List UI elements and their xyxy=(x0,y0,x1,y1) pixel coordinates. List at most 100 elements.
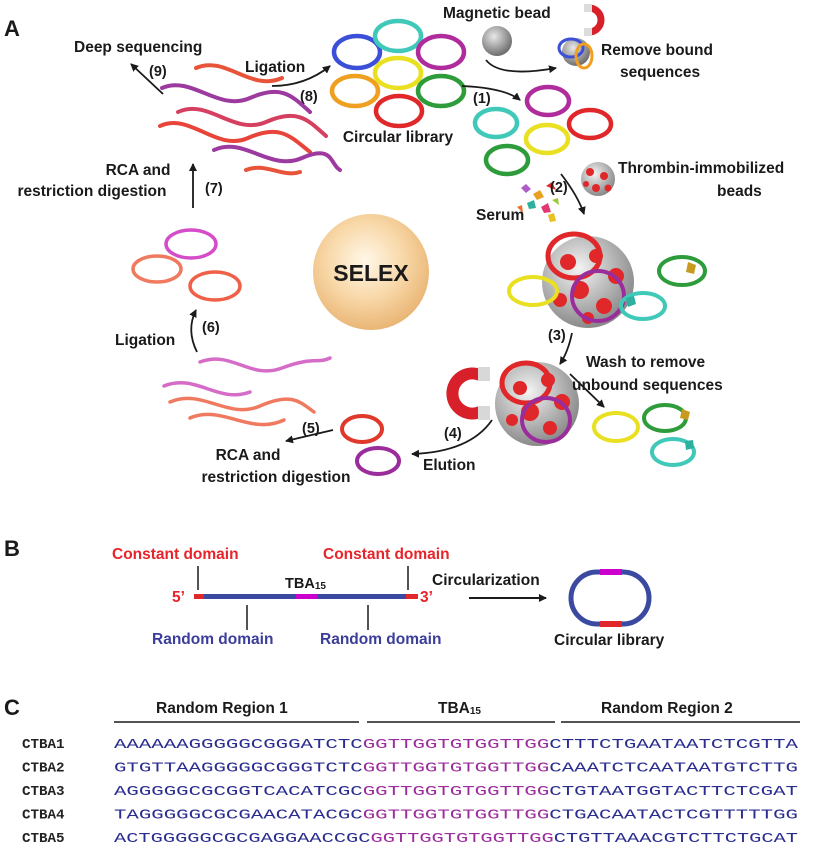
step-8-label: (8) xyxy=(300,89,318,105)
bound-bead-icon xyxy=(557,37,594,70)
sequence-name: CTBA4 xyxy=(22,808,65,824)
selex-label: SELEX xyxy=(333,260,409,286)
sequence-segment-r2: CAAATCTCAATAATGTCTTG xyxy=(549,761,798,777)
sequence-segment-r2: CTGTAATGGTACTTCTCGAT xyxy=(549,784,798,800)
panel-label-b: B xyxy=(4,536,20,561)
sequence-strands-top xyxy=(158,63,342,176)
deep-sequencing-label: Deep sequencing xyxy=(74,39,202,56)
arrow-step-9 xyxy=(130,63,164,95)
five-prime-label: 5’ xyxy=(172,589,185,606)
circular-library-b-label: Circular library xyxy=(554,632,665,649)
rca-bottom-line1: RCA and xyxy=(216,447,281,464)
magnetic-bead-label: Magnetic bead xyxy=(443,5,551,22)
ligated-circles-left xyxy=(131,228,242,302)
wash-line1: Wash to remove xyxy=(586,354,706,371)
step-4-label: (4) xyxy=(444,426,462,442)
sequence-strands-bottom xyxy=(162,356,332,427)
panel-label-c: C xyxy=(4,695,20,720)
random-domain-right: Random domain xyxy=(320,631,441,648)
three-prime-label: 3’ xyxy=(420,589,433,606)
random-domain-left: Random domain xyxy=(152,631,273,648)
washed-protein-2 xyxy=(685,440,694,450)
washed-circle-teal xyxy=(650,437,696,467)
arrow-step-8 xyxy=(271,65,331,87)
sequence-segment-tba: GGTTGGTGTGGTTGG xyxy=(363,784,550,800)
unbound-circle-green xyxy=(657,255,707,287)
constant-domain-right: Constant domain xyxy=(323,546,450,563)
sequence-segment-r1: AGGGGGCGCGGTCACATCGC xyxy=(114,784,363,800)
serum-proteins-icon xyxy=(517,182,559,222)
arrow-step-4 xyxy=(411,419,493,458)
circularization-label: Circularization xyxy=(432,572,540,589)
constant-domain-left: Constant domain xyxy=(112,546,239,563)
step-6-label: (6) xyxy=(202,320,220,336)
ligation-left-label: Ligation xyxy=(115,332,175,349)
washed-thrombin-bead xyxy=(495,360,579,446)
magnet-icon-bottom xyxy=(446,367,490,420)
sequence-name: CTBA2 xyxy=(22,761,65,777)
magnetic-bead-icon xyxy=(482,26,512,56)
sequence-name: CTBA1 xyxy=(22,737,65,753)
rca-bottom-line2: restriction digestion xyxy=(202,469,351,486)
thrombin-bead-icon xyxy=(581,162,615,196)
unbound-circle-teal xyxy=(619,291,667,321)
arrow-step-5 xyxy=(285,429,334,444)
sequence-segment-r1: AAAAAAGGGGGCGGGATCTC xyxy=(114,737,363,753)
rca-left-line2: restriction digestion xyxy=(18,183,167,200)
serum-label: Serum xyxy=(476,207,524,224)
header-random-region-2: Random Region 2 xyxy=(601,700,733,717)
header-tba: TBA15 xyxy=(438,700,481,717)
eluted-circles xyxy=(340,414,401,476)
arrow-step-1 xyxy=(461,85,521,101)
sequence-segment-r1: TAGGGGGCGCGAACATACGC xyxy=(114,808,363,824)
circular-library-label: Circular library xyxy=(343,129,454,146)
sequence-segment-tba: GGTTGGTGTGGTTGG xyxy=(370,831,553,847)
step-1-label: (1) xyxy=(473,91,491,107)
circular-library-diagram xyxy=(568,569,652,627)
panel-label-a: A xyxy=(4,16,20,41)
step-3-label: (3) xyxy=(548,328,566,344)
selex-orb: SELEX xyxy=(313,214,429,330)
sequence-segment-r1: ACTGGGGGCGCGAGGAACCGC xyxy=(114,831,370,847)
sequence-segment-tba: GGTTGGTGTGGTTGG xyxy=(363,761,550,777)
sequence-name: CTBA5 xyxy=(22,831,65,847)
thrombin-line2: beads xyxy=(717,183,762,200)
ligation-top-label: Ligation xyxy=(245,59,305,76)
remove-bound-line1: Remove bound xyxy=(601,42,713,59)
elution-label: Elution xyxy=(423,457,476,474)
sequence-segment-tba: GGTTGGTGTGGTTGG xyxy=(363,737,550,753)
wash-line2: unbound sequences xyxy=(572,377,723,394)
sequence-segment-tba: GGTTGGTGTGGTTGG xyxy=(363,808,550,824)
sequence-name: CTBA3 xyxy=(22,784,65,800)
arrow-step-6 xyxy=(189,309,198,353)
rca-left-line1: RCA and xyxy=(106,162,171,179)
arrow-remove-bound xyxy=(485,59,557,74)
linear-library-strand xyxy=(194,594,418,599)
step-5-label: (5) xyxy=(302,421,320,437)
sequence-segment-r2: CTGTTAAACGTCTTCTGCAT xyxy=(554,831,798,847)
step-9-label: (9) xyxy=(149,64,167,80)
unbound-circle-yellow xyxy=(507,275,559,307)
remove-bound-line2: sequences xyxy=(620,64,700,81)
serum-protein-2 xyxy=(626,296,636,307)
header-random-region-1: Random Region 1 xyxy=(156,700,288,717)
step-2-label: (2) xyxy=(550,180,568,196)
washed-circle-yellow xyxy=(592,411,640,443)
bound-thrombin-bead xyxy=(542,231,634,328)
remaining-circles xyxy=(472,84,614,177)
arrow-wash xyxy=(569,373,605,408)
sequence-segment-r2: CTTTCTGAATAATCTCGTTA xyxy=(549,737,798,753)
serum-protein-1 xyxy=(686,262,696,274)
tba-label: TBA15 xyxy=(285,576,326,592)
washed-protein-1 xyxy=(680,409,690,420)
circular-library-cluster xyxy=(329,18,467,129)
thrombin-line1: Thrombin-immobilized xyxy=(618,160,784,177)
step-7-label: (7) xyxy=(205,181,223,197)
